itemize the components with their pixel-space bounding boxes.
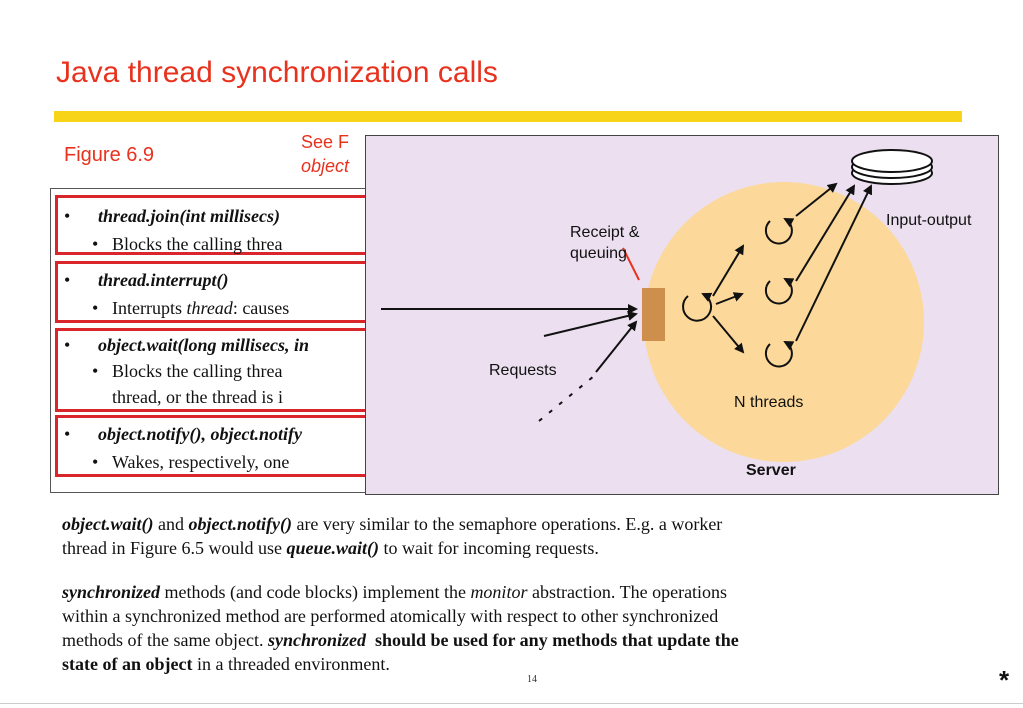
para1-line2-start: thread in Figure 6.5 would use [62,538,287,558]
para2-b: methods (and code blocks) implement the [160,582,471,602]
method-name: thread.interrupt() [98,270,229,290]
disk-icon [851,149,933,185]
list-item-desc: • Wakes, respectively, one [92,452,289,473]
io-arrow [795,184,856,282]
input-output-label: Input-output [886,212,972,229]
para2-d: abstraction. The operations [527,582,728,602]
method-desc-italic: thread [186,298,233,318]
method-desc-post: : causes [232,298,290,318]
para1-and: and [153,514,189,534]
sub-bullet: • [92,452,99,472]
para2-monitor: monitor [470,582,528,602]
dispatch-arrow [712,244,745,297]
para2-line-4: state of an object in a threaded environ… [62,652,962,676]
thread-loop [764,341,795,368]
method-desc-2: thread, or the thread is i [112,387,283,407]
list-item-call: • thread.join(int millisecs) [64,206,280,227]
para2-line-2: within a synchronized method are perform… [62,606,719,626]
star-marker: * [999,665,1010,695]
title-underline [54,111,962,122]
para1-notify: object.notify() [188,514,292,534]
para2-end: in a threaded environment. [192,654,390,674]
thread-loop [764,218,795,245]
bullet: • [64,206,71,226]
list-item-call: • thread.interrupt() [64,270,229,291]
method-name: object.wait(long millisecs, in [98,335,309,355]
see-note-start: See F [301,132,350,152]
method-desc: Blocks the calling threa [112,361,283,381]
io-arrow [795,182,838,217]
see-figure-note: See F object [301,130,349,178]
list-item-desc: • Interrupts thread: causes [92,298,289,319]
para2-synchronized-2: synchronized [267,630,366,650]
see-note-line-2: object [301,154,349,178]
bullet: • [64,424,71,444]
server-label: Server [746,462,796,479]
dispatch-arrow [715,292,744,305]
list-item-join: • thread.join(int millisecs) • Blocks the … [55,195,367,255]
receipt-label-line-2: queuing [570,245,627,262]
para1-line2-end: to wait for incoming requests. [378,538,599,558]
requests-label: Requests [489,362,557,379]
para2-synchronized: synchronized [62,582,161,602]
receipt-pointer [622,247,640,281]
queue-block [642,288,665,341]
list-item-notify: • object.notify(), object.notify • Wakes, … [55,415,367,477]
list-item-interrupt: • thread.interrupt() • Interrupts thread: … [55,261,367,323]
receipt-queuing-label: Receipt & queuing [570,222,639,264]
para2-emphasis: should be used for any methods that upda… [365,630,739,650]
server-figure: Receipt & queuing Input-output Requests … [365,135,999,495]
thread-loop [682,292,713,322]
request-arrow-dashed [538,375,595,422]
para1-line-1: object.wait() and object.notify() are ve… [62,512,962,536]
thread-loop [764,278,795,305]
paragraph-synchronized: synchronized methods (and code blocks) i… [62,580,962,676]
page-number: 14 [527,674,537,685]
method-desc-pre: Interrupts [112,298,187,318]
dispatch-arrow [712,315,745,354]
sub-bullet: • [92,298,99,318]
server-diagram [381,149,933,462]
list-item-call: • object.wait(long millisecs, in [64,335,309,356]
para2-line-3: methods of the same object. synchronized… [62,628,962,652]
bottom-rule [0,703,1023,704]
list-item-desc-cont: thread, or the thread is i [112,387,283,408]
sub-bullet: • [92,234,99,254]
para1-wait: object.wait() [62,514,154,534]
request-arrow [595,320,638,373]
bullet: • [64,270,71,290]
bullet: • [64,335,71,355]
para2-state: state of an object [62,654,193,674]
request-arrow [543,310,638,337]
n-threads-label: N threads [734,394,804,411]
method-name: object.notify(), object.notify [98,424,302,444]
sub-bullet: • [92,361,99,381]
receipt-label-line-1: Receipt & [570,224,640,241]
method-desc: Blocks the calling threa [112,234,283,254]
list-item-wait: • object.wait(long millisecs, in • Blocks … [55,328,367,412]
list-item-call: • object.notify(), object.notify [64,424,302,445]
io-arrow [795,184,873,342]
para2-f: methods of the same object. [62,630,268,650]
list-item-desc: • Blocks the calling threa [92,234,282,255]
figure-label: Figure 6.9 [64,144,155,166]
para1-queue-wait: queue.wait() [286,538,379,558]
list-item-desc: • Blocks the calling threa [92,361,282,382]
paragraph-wait-notify: object.wait() and object.notify() are ve… [62,512,962,560]
method-list-box: • thread.join(int millisecs) • Blocks the … [50,188,368,493]
para2-line-1: synchronized methods (and code blocks) i… [62,580,962,604]
method-desc: Wakes, respectively, one [112,452,290,472]
server-circle [644,182,924,462]
para1-rest: are very similar to the semaphore operat… [291,514,723,534]
see-note-line-1: See F [301,130,349,154]
see-note-object: object [301,156,350,176]
slide-title: Java thread synchronization calls [56,56,498,89]
para1-line-2: thread in Figure 6.5 would use queue.wai… [62,536,962,560]
method-name: thread.join(int millisecs) [98,206,281,226]
